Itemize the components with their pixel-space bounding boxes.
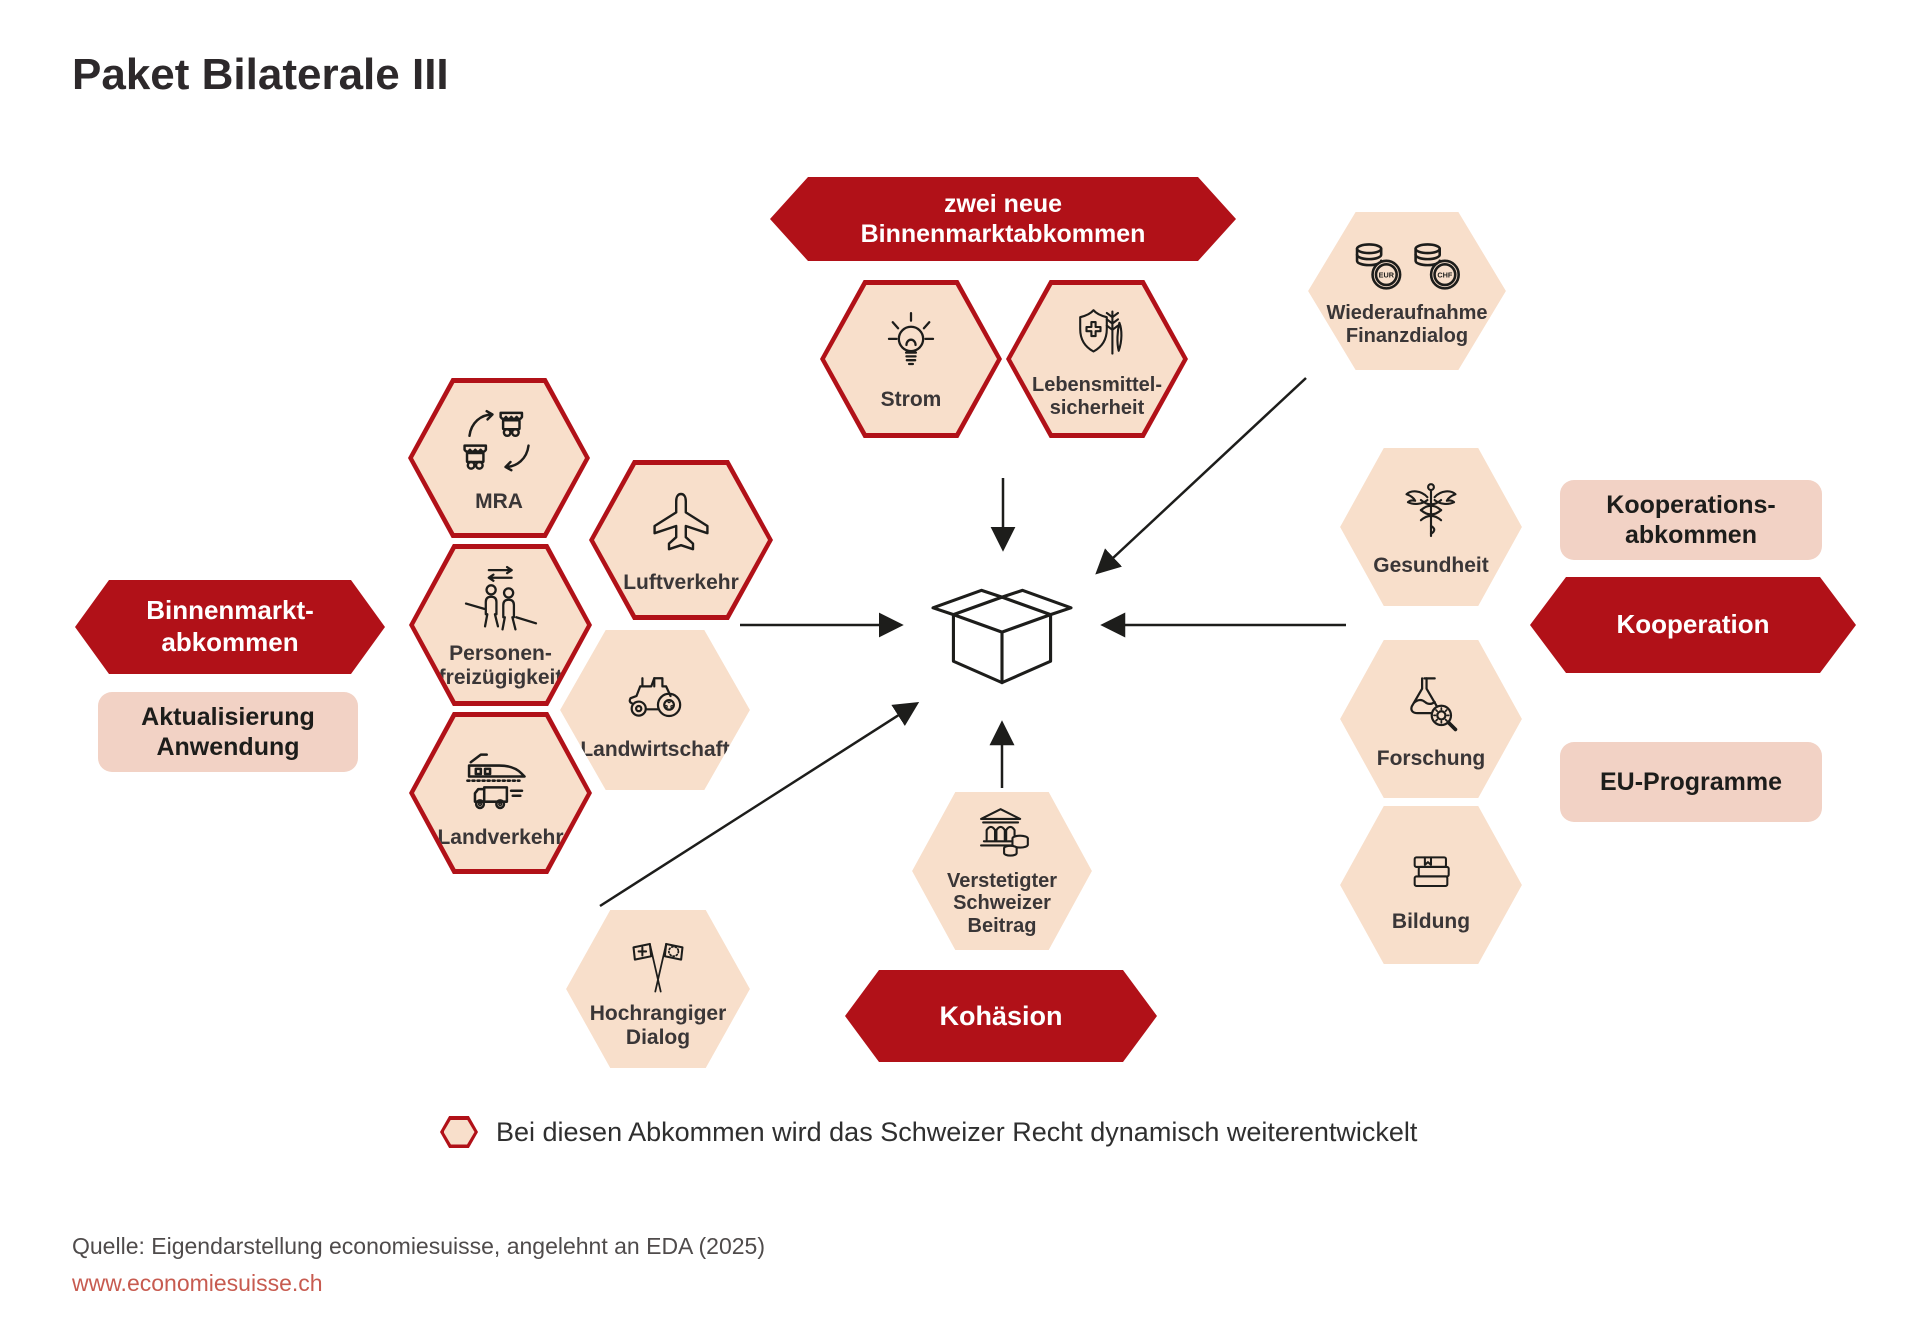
coin-stacks-icon: EUR CHF [1355, 243, 1460, 290]
airplane-icon [653, 492, 709, 551]
coin-label-eur: EUR [1379, 271, 1395, 280]
hexagon-label: Gesundheit [1373, 553, 1489, 577]
hexagon-finanzdialog: EUR CHF Wiederaufnahme Finanzdialog [1308, 212, 1506, 370]
tractor-icon [628, 676, 682, 717]
hexagon-personenfreizuegigkeit: Personen- freizügigkeit [409, 544, 592, 706]
hexagon-label: Luftverkehr [623, 570, 739, 594]
flask-magnifier-icon [1410, 676, 1458, 732]
shield-wheat-icon [1079, 309, 1123, 355]
hexagon-lebensmittelsicherheit: Lebensmittel- sicherheit [1006, 280, 1188, 438]
caduceus-icon [1405, 482, 1457, 537]
hexagon-forschung: Forschung [1340, 640, 1522, 798]
hexagon-verstetigter-beitrag: Verstetigter Schweizer Beitrag [912, 792, 1092, 950]
train-truck-icon [465, 753, 526, 809]
swiss-eu-flags-icon [632, 942, 684, 993]
hexagon-label: Bildung [1391, 909, 1471, 933]
hexagon-label: Landwirtschaft [580, 737, 730, 761]
hexagon-strom: Strom [820, 280, 1002, 438]
open-box-icon [931, 588, 1073, 685]
market-carts-exchange-icon [463, 409, 530, 472]
hexagon-label: Lebensmittel- sicherheit [1031, 374, 1163, 419]
hexagon-label: MRA [475, 489, 523, 513]
hexagon-label: Forschung [1376, 746, 1486, 770]
hexagon-label: Personen- freizügigkeit [438, 641, 563, 689]
hexagon-label: Hochrangiger Dialog [589, 1001, 727, 1049]
label-box-aktualisierung-anwendung: Aktualisierung Anwendung [98, 692, 358, 772]
source-text: Quelle: Eigendarstellung economiesuisse,… [72, 1233, 765, 1259]
lightbulb-icon [887, 311, 935, 365]
two-people-exchange-icon [464, 565, 537, 631]
banner-zwei-neue-binnenmarktabkommen: zwei neue Binnenmarktabkommen [770, 177, 1236, 261]
books-icon [1413, 856, 1450, 887]
hexagon-landverkehr: Landverkehr [409, 712, 592, 874]
banner-kohaesion: Kohäsion [845, 970, 1157, 1062]
label-box-eu-programme: EU-Programme [1560, 742, 1822, 822]
hexagon-label: Verstetigter Schweizer Beitrag [946, 869, 1058, 937]
source-link[interactable]: www.economiesuisse.ch [72, 1270, 323, 1297]
hexagon-hochrangiger-dialog: Hochrangiger Dialog [566, 910, 750, 1068]
label-box-kooperationsabkommen: Kooperations- abkommen [1560, 480, 1822, 560]
legend-text: Bei diesen Abkommen wird das Schweizer R… [496, 1116, 1418, 1147]
bank-coins-icon [980, 808, 1029, 857]
legend: Bei diesen Abkommen wird das Schweizer R… [440, 1116, 1417, 1148]
hexagon-bildung: Bildung [1340, 806, 1522, 964]
banner-kooperation: Kooperation [1530, 577, 1856, 673]
hexagon-gesundheit: Gesundheit [1340, 448, 1522, 606]
banner-binnenmarktabkommen: Binnenmarkt- abkommen [75, 580, 385, 674]
coin-label-chf: CHF [1437, 271, 1453, 280]
hexagon-label: Wiederaufnahme Finanzdialog [1326, 302, 1488, 347]
hexagon-label: Strom [880, 387, 942, 411]
page-title: Paket Bilaterale III [72, 50, 449, 99]
hexagon-mra: MRA [408, 378, 590, 538]
hexagon-landwirtschaft: Landwirtschaft [560, 630, 750, 790]
source-block: Quelle: Eigendarstellung economiesuisse,… [72, 1230, 765, 1301]
legend-hexagon-icon [440, 1116, 478, 1148]
hexagon-luftverkehr: Luftverkehr [589, 460, 773, 620]
hexagon-label: Landverkehr [437, 825, 564, 849]
